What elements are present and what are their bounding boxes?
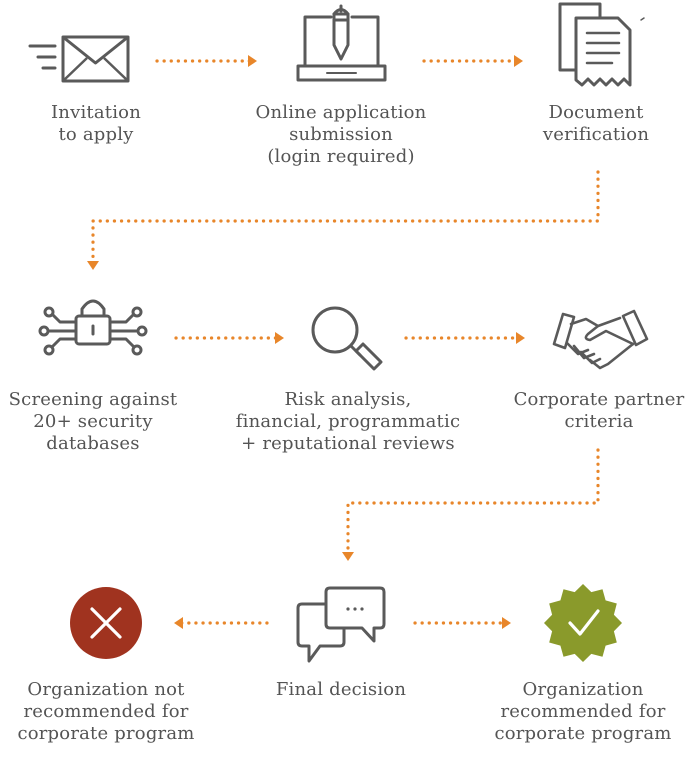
label-line: 20+ security xyxy=(33,411,153,432)
label-line: Online application xyxy=(255,102,427,123)
label-line: Organization xyxy=(522,679,644,700)
label-line: Final decision xyxy=(275,679,407,700)
label-line: Invitation xyxy=(50,102,142,123)
label-document-verification: Document verification xyxy=(543,102,649,146)
label-line: Document xyxy=(548,102,644,123)
arrow-partner-to-decision xyxy=(342,448,600,561)
label-line: corporate program xyxy=(17,723,195,744)
envelope-icon xyxy=(28,35,130,83)
documents-icon xyxy=(558,2,645,87)
label-line: Organization not xyxy=(27,679,185,700)
label-risk-analysis: Risk analysis, financial, programmatic +… xyxy=(236,389,460,455)
laptop-pen-icon xyxy=(296,4,387,82)
label-line: recommended for xyxy=(500,701,666,722)
label-line: recommended for xyxy=(23,701,189,722)
x-circle-icon xyxy=(70,587,142,659)
label-corporate-partner: Corporate partner criteria xyxy=(514,389,685,433)
label-screening: Screening against 20+ security databases xyxy=(9,389,178,455)
label-line: corporate program xyxy=(494,723,672,744)
label-line: Corporate partner xyxy=(513,389,685,410)
chat-bubbles-icon xyxy=(296,586,386,663)
label-final-decision: Final decision xyxy=(276,679,406,701)
label-line: databases xyxy=(46,433,140,454)
magnifier-icon xyxy=(311,306,383,371)
handshake-icon xyxy=(552,309,649,370)
arrow-verification-to-screening xyxy=(87,170,600,270)
circuit-lock-icon xyxy=(38,299,148,356)
label-line: submission xyxy=(289,124,393,145)
label-invitation: Invitation to apply xyxy=(51,102,141,146)
label-line: Screening against xyxy=(8,389,178,410)
label-line: + reputational reviews xyxy=(241,433,455,454)
label-recommended: Organization recommended for corporate p… xyxy=(494,679,671,745)
label-line: verification xyxy=(542,124,650,145)
label-line: to apply xyxy=(58,124,134,145)
label-line: Risk analysis, xyxy=(284,389,412,410)
label-online-application: Online application submission (login req… xyxy=(256,102,427,168)
label-line: financial, programmatic xyxy=(235,411,461,432)
label-not-recommended: Organization not recommended for corpora… xyxy=(17,679,194,745)
label-line: criteria xyxy=(564,411,634,432)
label-line: (login required) xyxy=(267,146,415,167)
check-badge-icon xyxy=(544,584,622,662)
